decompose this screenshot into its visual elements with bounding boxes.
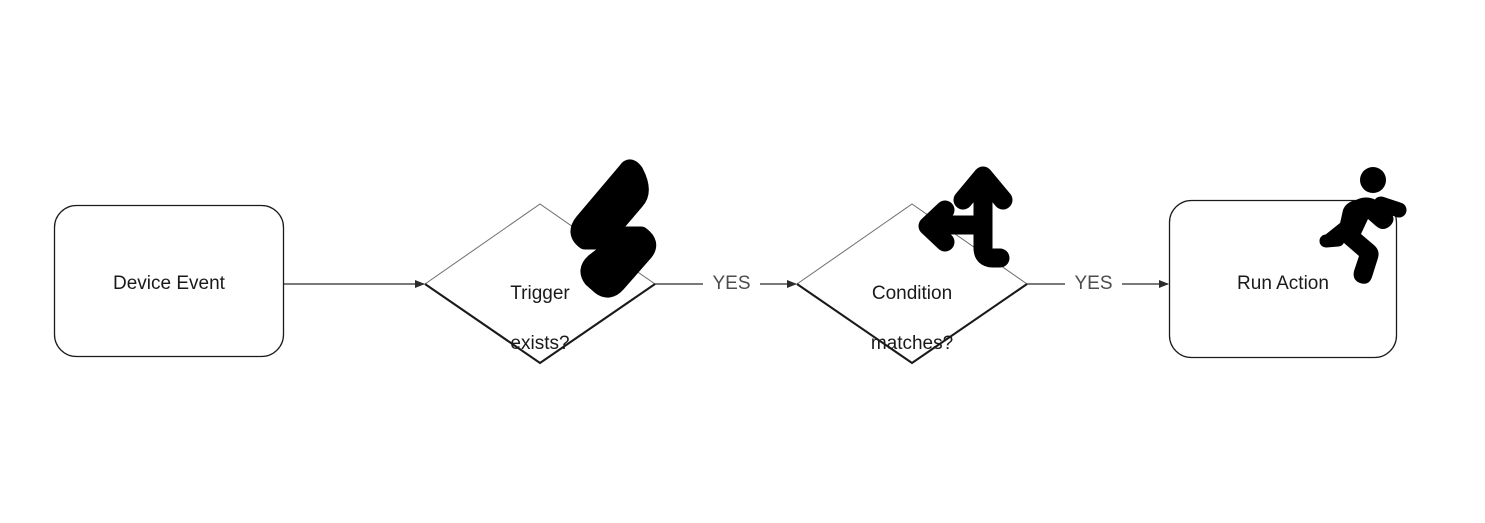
node-condition-matches-shape[interactable] bbox=[796, 203, 1028, 364]
node-device-event-shape[interactable] bbox=[53, 204, 285, 358]
edge-label-condition-yes: YES bbox=[1074, 273, 1113, 294]
node-trigger-exists-shape[interactable] bbox=[424, 203, 656, 364]
node-trigger-exists-bottom-edges bbox=[424, 283, 656, 365]
node-run-action-shape[interactable] bbox=[1168, 199, 1398, 359]
node-condition-matches-bottom-edges bbox=[796, 283, 1028, 365]
edge-label-trigger-yes: YES bbox=[712, 273, 751, 294]
